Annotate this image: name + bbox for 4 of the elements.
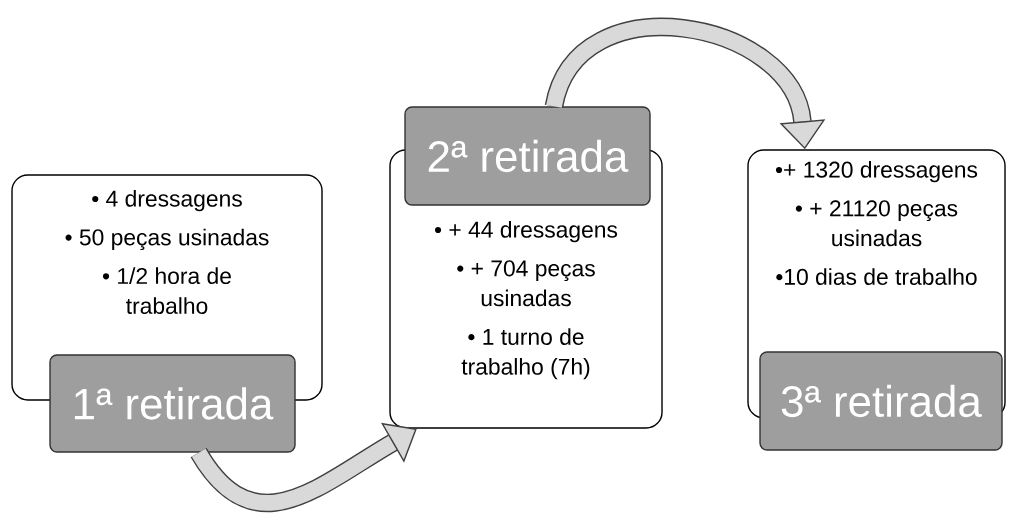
title-tab: 3ª retirada (759, 351, 1003, 451)
title-tab: 1ª retirada (49, 354, 296, 453)
title-tab: 2ª retirada (404, 106, 651, 206)
curved-arrow (190, 422, 417, 512)
